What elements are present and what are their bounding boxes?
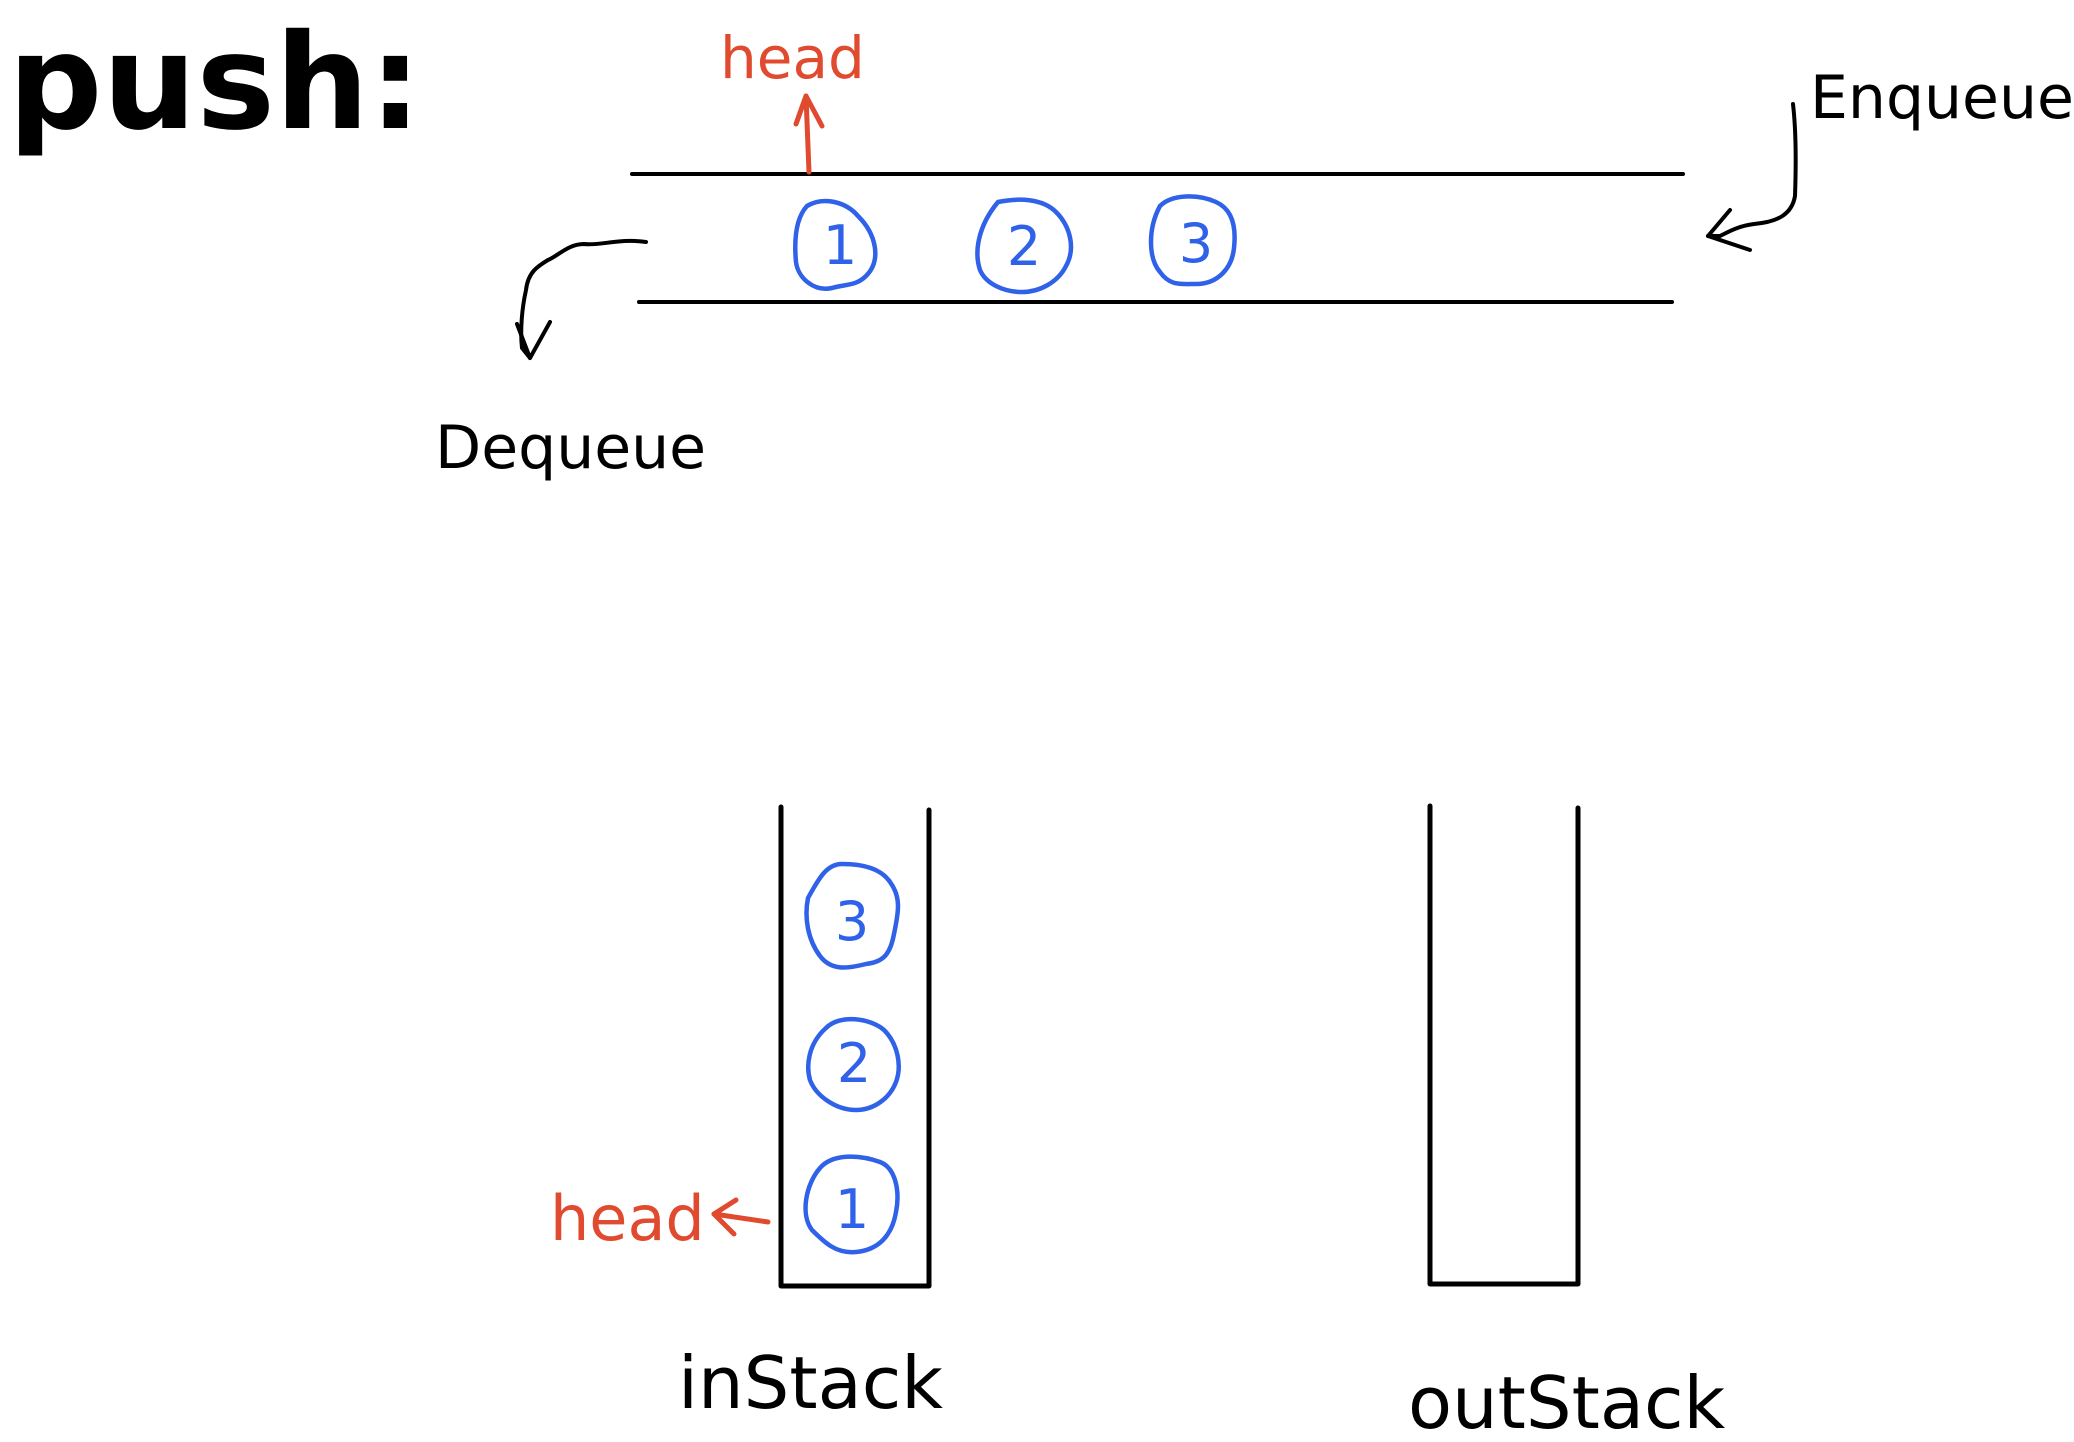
in-stack-node-3: 3: [804, 861, 901, 970]
enqueue-label: Enqueue: [1810, 63, 2074, 133]
out-stack-container: [1427, 803, 1581, 1287]
queue-node-1: 1: [793, 198, 878, 291]
in-stack-node-label: 1: [835, 1178, 869, 1241]
in-stack-node-1: 1: [803, 1154, 900, 1255]
queue-node-2: 2: [975, 197, 1074, 295]
enqueue-arrow-icon: [1706, 102, 1798, 252]
queue-node-label: 1: [823, 214, 857, 277]
in-stack-node-2: 2: [806, 1016, 901, 1113]
queue-head-label: head: [720, 24, 865, 92]
queue-head-arrow-icon: [793, 93, 825, 175]
out-stack-label: outStack: [1408, 1361, 1726, 1442]
dequeue-arrow-icon: [515, 238, 648, 360]
dequeue-label: Dequeue: [435, 413, 706, 483]
in-stack-head-label: head: [550, 1182, 705, 1255]
in-stack-label: inStack: [678, 1341, 943, 1425]
in-stack-container: [778, 804, 932, 1289]
page-title: push:: [8, 6, 422, 160]
queue-node-3: 3: [1148, 194, 1237, 287]
in-stack-node-label: 3: [835, 890, 869, 953]
queue-node-label: 2: [1007, 215, 1041, 278]
in-stack-node-label: 2: [837, 1032, 871, 1095]
queue-node-label: 3: [1179, 212, 1213, 275]
in-stack-head-arrow-icon: [711, 1197, 771, 1237]
